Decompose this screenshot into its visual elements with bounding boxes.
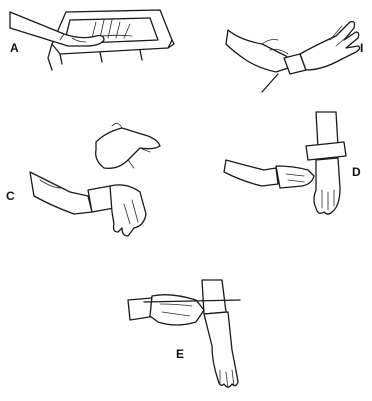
panel-b-label: I: [360, 41, 363, 55]
panel-e: E: [128, 280, 240, 388]
panel-e-vertical-arm: [202, 280, 226, 314]
panel-d-cuff-band: [306, 142, 346, 160]
panel-c: C: [6, 123, 160, 236]
panel-c-bare-hand: [96, 128, 160, 168]
panel-d-gloved-hand: [276, 166, 314, 188]
panel-e-label: E: [176, 347, 184, 361]
panel-d-horizontal-arm: [224, 160, 278, 186]
panel-a-label: A: [10, 41, 19, 55]
panel-b-left-arm: [226, 30, 290, 72]
panel-d-label: D: [352, 165, 361, 179]
panel-a: A: [10, 10, 174, 70]
panel-d: D: [224, 112, 361, 214]
panel-c-gloved-hand: [110, 185, 146, 236]
panel-e-gloved-hand: [150, 295, 204, 325]
panel-b: I: [226, 22, 363, 92]
panel-c-sleeve: [30, 172, 92, 214]
panel-b-gloved-hand: [300, 22, 360, 70]
panel-d-hanging-hand: [314, 158, 340, 214]
panel-c-label: C: [6, 189, 15, 203]
